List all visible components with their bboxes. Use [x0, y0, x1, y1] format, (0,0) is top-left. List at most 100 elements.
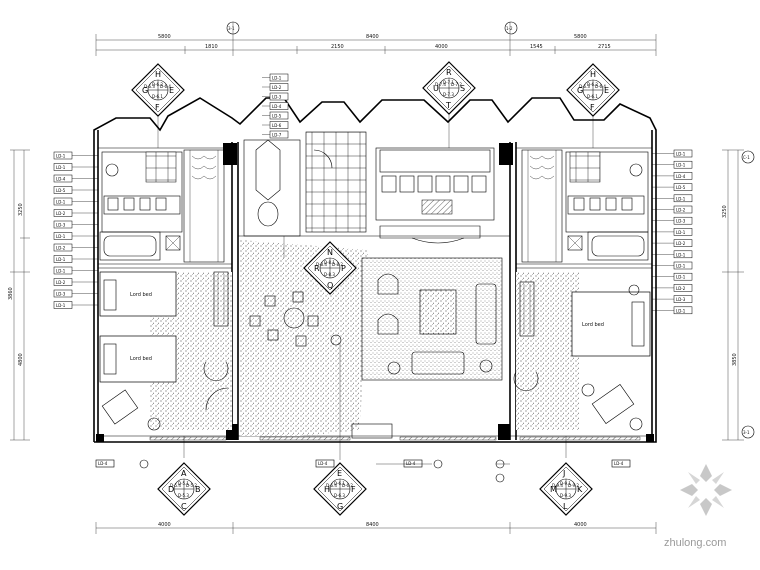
right-tag-13: LD-2 [676, 286, 686, 291]
marker-top-left-letter-1: H [155, 70, 161, 79]
top-dim-2: 8400 [366, 34, 379, 40]
left-tag-8: LD-1 [56, 234, 66, 239]
top-dim-3: 5800 [574, 34, 587, 40]
right-tag-1: LD-1 [676, 152, 686, 157]
left-tag-9: LD-2 [56, 246, 66, 251]
building-walls [93, 97, 657, 443]
marker-bottom-left-letter-2: D [168, 485, 174, 494]
marker-top-right-letter-1: H [590, 70, 596, 79]
top-sub-dim-2: 2150 [331, 44, 344, 50]
top-sub-dim-1: 1810 [205, 44, 218, 50]
marker-center-sheet-2: D-8.4 [316, 262, 327, 267]
right-tag-3: LD-4 [676, 174, 686, 179]
left-tag-6: LD-2 [56, 211, 66, 216]
bed-label-left-2: Lord bed [130, 356, 152, 362]
marker-center-sheet-3: D-8.2 [332, 262, 343, 267]
center-tag-3: LD-3 [272, 95, 282, 100]
center-tag-column: LD-1LD-2LD-3LD-4LD-5LD-6LD-7 [262, 73, 289, 139]
left-tag-14: LD-1 [56, 303, 66, 308]
marker-center-letter-4: Q [327, 281, 333, 290]
marker-bottom-center-sheet-1: D-6.1 [334, 481, 345, 486]
svg-text:C-1: C-1 [743, 155, 750, 160]
left-tag-column: LD-1LD-1LD-4LD-5LD-1LD-2LD-3LD-1LD-2LD-1… [53, 151, 98, 309]
right-tag-column: LD-1LD-1LD-4LD-5LD-1LD-2LD-3LD-1LD-2LD-1… [652, 149, 693, 315]
marker-top-left-sheet-2: D-6.3 [144, 84, 155, 89]
left-dim-1: 3250 [18, 203, 24, 216]
right-tag-8: LD-1 [676, 230, 686, 235]
marker-bottom-center-letter-1: E [337, 469, 342, 478]
marker-top-left-letter-4: F [155, 103, 160, 112]
bottom-dimension-lines [95, 522, 657, 534]
marker-top-center-letter-2: U [433, 84, 439, 93]
marker-top-right-sheet-1: D-6.2 [587, 82, 598, 87]
bottom-dim-3: 4000 [574, 522, 587, 528]
left-bedroom [99, 271, 232, 431]
left-bathroom [99, 149, 225, 263]
bottom-tag-2: LD-4 [318, 461, 328, 466]
bed-label-right: Lord bed [582, 322, 604, 328]
marker-top-left-letter-2: G [142, 86, 148, 95]
left-dim-3: 4800 [18, 353, 24, 366]
center-tag-7: LD-7 [272, 133, 282, 138]
axis-bubble-top-left: 3-1 [226, 21, 240, 35]
marker-bottom-left-sheet-4: D-5.3 [178, 493, 189, 498]
marker-center-sheet-4: D-8.3 [324, 272, 335, 277]
marker-bottom-center-sheet-2: D-6.4 [326, 483, 337, 488]
top-sub-dim-3: 4000 [435, 44, 448, 50]
marker-top-left-sheet-4: D-6.1 [152, 94, 163, 99]
top-dim-1: 5800 [158, 34, 171, 40]
right-tag-15: LD-1 [676, 308, 686, 313]
bottom-tag-row: LD-4 LD-4 LD-4 LD-4 [95, 459, 631, 483]
bottom-tag-3: LD-4 [406, 461, 416, 466]
left-tag-10: LD-1 [56, 257, 66, 262]
axis-bubble-right-bottom: 3-1 [741, 425, 755, 439]
svg-text:3-1: 3-1 [228, 26, 235, 31]
right-tag-7: LD-3 [676, 219, 686, 224]
marker-top-center-sheet-3: D-7.2 [451, 82, 462, 87]
marker-bottom-center-sheet-4: D-6.3 [334, 493, 345, 498]
right-tag-5: LD-1 [676, 196, 686, 201]
center-upper-rooms [243, 131, 495, 244]
right-tag-4: LD-5 [676, 185, 686, 190]
marker-bottom-center-letter-2: H [324, 485, 330, 494]
marker-top-center-letter-3: S [460, 84, 465, 93]
marker-top-right-sheet-2: D-6.3 [579, 84, 590, 89]
left-tag-11: LD-1 [56, 269, 66, 274]
marker-bottom-center-letter-4: G [337, 502, 343, 511]
marker-bottom-right-sheet-2: D-9.4 [552, 483, 563, 488]
axis-bubble-top-right: 1-2 [504, 21, 518, 35]
marker-top-center-sheet-4: D-7.3 [443, 92, 454, 97]
left-tag-13: LD-3 [56, 292, 66, 297]
marker-bottom-right-letter-1: J [562, 469, 565, 478]
right-tag-12: LD-1 [676, 275, 686, 280]
marker-center-letter-3: P [341, 264, 346, 273]
marker-center-sheet-1: D-8.1 [324, 260, 335, 265]
top-sub-dim-5: 2715 [598, 44, 611, 50]
center-tag-6: LD-6 [272, 123, 282, 128]
right-dimension-lines [722, 149, 744, 441]
center-tag-1: LD-1 [272, 76, 282, 81]
left-dim-2: 3860 [8, 287, 14, 300]
right-bedroom [513, 272, 651, 431]
right-tag-2: LD-1 [676, 163, 686, 168]
center-tag-5: LD-5 [272, 114, 282, 119]
marker-top-right-sheet-4: D-6.1 [587, 94, 598, 99]
marker-bottom-right-sheet-4: D-9.3 [560, 493, 571, 498]
left-tag-5: LD-1 [56, 200, 66, 205]
marker-bottom-left-sheet-3: D-5.2 [186, 483, 197, 488]
marker-top-right-sheet-3: D-6.4 [595, 84, 606, 89]
left-tag-2: LD-1 [56, 165, 66, 170]
marker-top-center-sheet-2: D-7.4 [435, 82, 446, 87]
marker-top-left-sheet-3: D-6.4 [160, 84, 171, 89]
bottom-tag-4: LD-4 [614, 461, 624, 466]
right-tag-11: LD-1 [676, 264, 686, 269]
marker-bottom-left-sheet-1: D-5.1 [178, 481, 189, 486]
marker-bottom-center-letter-3: F [351, 485, 356, 494]
